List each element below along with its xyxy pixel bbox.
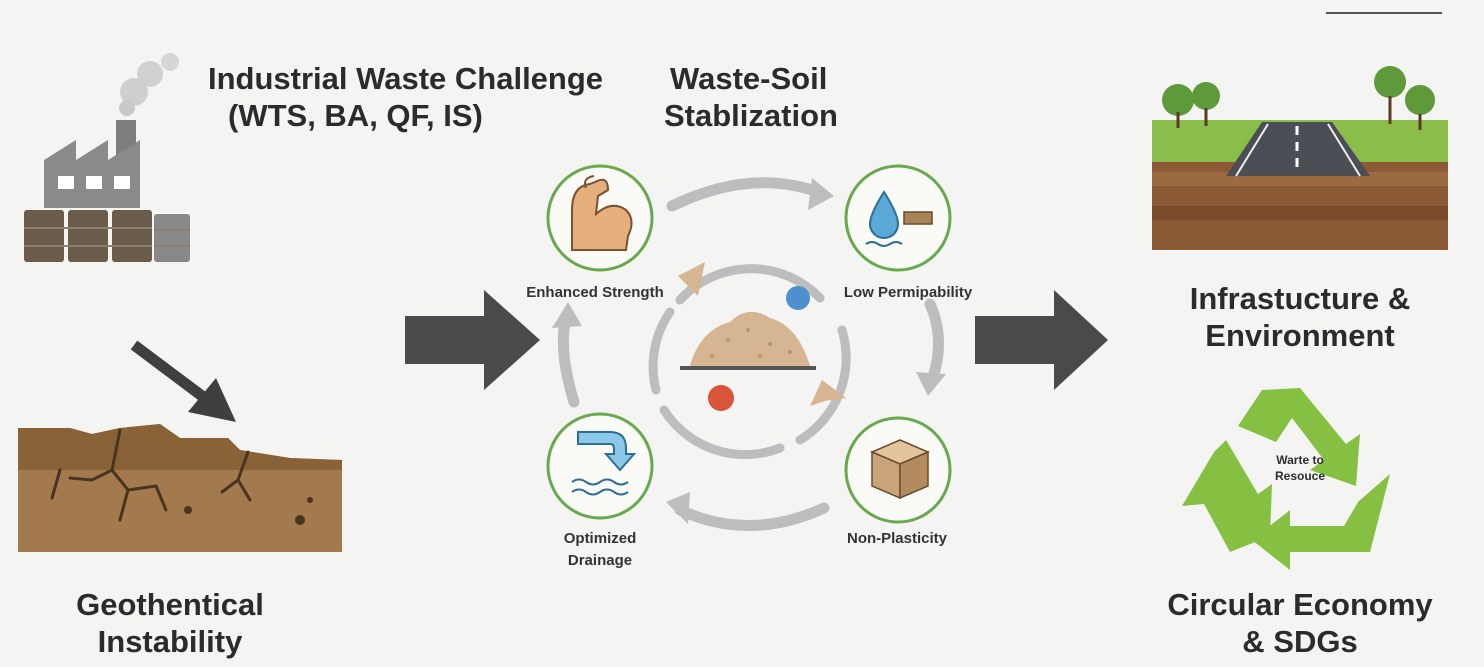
geotechnical-title: Geothentical Instability xyxy=(30,586,310,660)
infrastructure-title-line1: Infrastucture & xyxy=(1189,281,1411,316)
optimized-drainage-line2: Drainage xyxy=(567,552,633,569)
challenge-title-line2: (WTS, BA, QF, IS) xyxy=(228,98,483,133)
low-permeability-label: Low Permipability xyxy=(843,284,973,301)
circular-economy-title-line1: Circular Economy xyxy=(1167,587,1433,622)
optimized-drainage-label: Optimized Drainage xyxy=(530,528,670,572)
infrastructure-title-line2: Environment xyxy=(1205,318,1395,353)
stabilization-title-line1: Waste-Soil xyxy=(670,61,828,96)
circular-economy-title: Circular Economy & SDGs xyxy=(1130,586,1470,660)
challenge-title-line1: Industrial Waste Challenge xyxy=(208,61,604,96)
corner-rule xyxy=(1326,12,1442,14)
geotechnical-title-line1: Geothentical xyxy=(76,587,264,622)
recycle-caption-line2: Resouce xyxy=(1274,469,1326,483)
stabilization-title: Waste-Soil Stablization xyxy=(664,60,874,134)
optimized-drainage-line1: Optimized xyxy=(563,530,637,547)
circular-economy-title-line2: & SDGs xyxy=(1242,624,1358,659)
challenge-title: Industrial Waste Challenge (WTS, BA, QF,… xyxy=(208,60,648,134)
stabilization-title-line2: Stablization xyxy=(664,98,838,133)
infrastructure-title: Infrastucture & Environment xyxy=(1140,280,1460,354)
geotechnical-title-line2: Instability xyxy=(97,624,243,659)
recycle-caption: Warte to Resouce xyxy=(1250,452,1350,484)
recycle-caption-line1: Warte to xyxy=(1276,453,1324,467)
non-plasticity-label: Non-Plasticity xyxy=(846,530,948,547)
enhanced-strength-label: Enhanced Strength xyxy=(526,284,664,301)
